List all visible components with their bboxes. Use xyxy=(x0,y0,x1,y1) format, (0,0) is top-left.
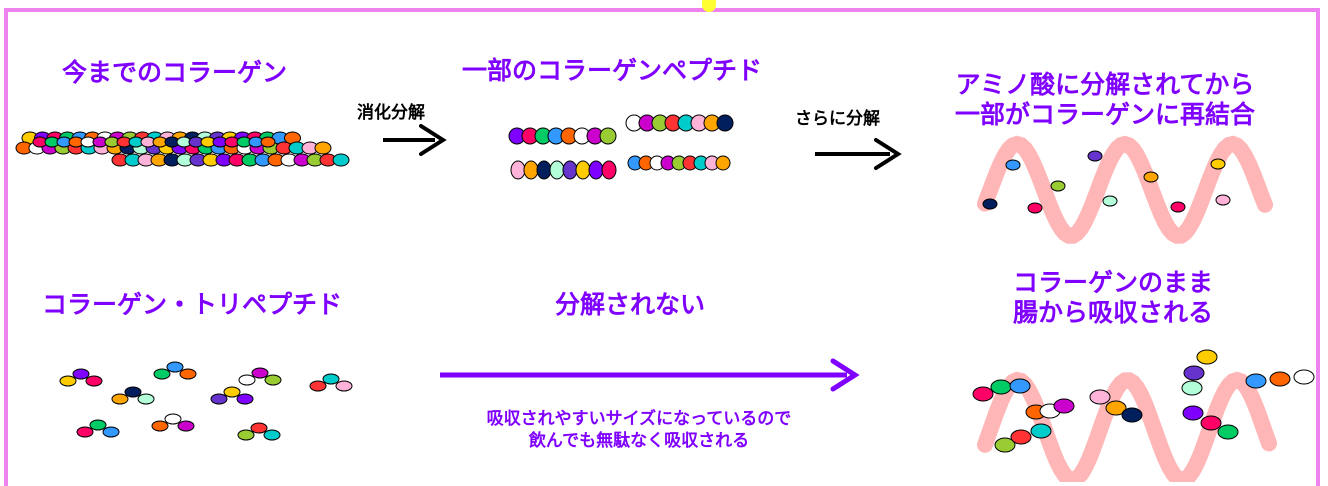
conventional-collagen-title: 今までのコラーゲン xyxy=(62,58,288,87)
wave-bottom xyxy=(977,371,1277,482)
amino-acid xyxy=(982,198,998,210)
partial-peptide-title: 一部のコラーゲンペプチド xyxy=(462,56,763,85)
tripeptide-bead xyxy=(102,426,120,438)
absorbed-tripeptide-bead xyxy=(1089,389,1111,405)
tripeptide-bead xyxy=(137,393,155,405)
chain-bead xyxy=(716,114,734,132)
tripeptide-bead xyxy=(210,393,228,405)
amino-acid-title: アミノ酸に分解されてから 一部がコラーゲンに再結合 xyxy=(950,70,1260,130)
further-digestion-arrow-head xyxy=(874,138,902,170)
chain-bead xyxy=(588,160,604,180)
absorbed-tripeptide-bead xyxy=(1009,378,1031,394)
top-marker xyxy=(702,0,716,12)
tripeptide-bead xyxy=(237,429,255,441)
absorbed-tripeptide-bead xyxy=(1183,365,1205,381)
absorbed-tripeptide-bead xyxy=(1181,380,1203,396)
absorbed-tripeptide-bead xyxy=(1030,423,1052,439)
diagram-frame xyxy=(4,8,1320,486)
chain-bead xyxy=(523,160,539,180)
chain-bead xyxy=(599,127,617,145)
tripeptide-bead xyxy=(264,374,282,386)
absorbed-tripeptide-bead xyxy=(1200,415,1222,431)
chain-bead xyxy=(549,160,565,180)
amino-acid-title-line1: アミノ酸に分解されてから xyxy=(955,70,1255,99)
amino-acid xyxy=(1087,150,1103,162)
absorption-note-line2: 飲んでも無駄なく吸収される xyxy=(528,431,750,451)
absorbed-title-line1: コラーゲンのまま xyxy=(1012,268,1213,297)
absorbed-tripeptide-bead xyxy=(1010,429,1032,445)
amino-acid xyxy=(1215,194,1231,206)
absorbed-tripeptide-bead xyxy=(990,379,1012,395)
tripeptide-bead xyxy=(250,422,268,434)
amino-acid xyxy=(1005,159,1021,171)
tripeptide-bead xyxy=(179,368,197,380)
not-digested-label: 分解されない xyxy=(555,290,706,319)
tripeptide-bead xyxy=(322,373,340,385)
amino-acid xyxy=(1027,202,1043,214)
chain-bead xyxy=(510,160,526,180)
absorbed-tripeptide-bead xyxy=(1182,405,1204,421)
amino-acid xyxy=(1102,195,1118,207)
chain-bead xyxy=(575,160,591,180)
tripeptide-bead xyxy=(59,375,77,387)
tripeptide-bead xyxy=(177,420,195,432)
tripeptide-bead xyxy=(85,375,103,387)
absorbed-tripeptide-bead xyxy=(1293,369,1315,385)
digestion-arrow-head xyxy=(419,124,447,156)
absorbed-tripeptide-bead xyxy=(1105,400,1127,416)
amino-acid xyxy=(1050,180,1066,192)
absorption-note-line1: 吸収されやすいサイズになっているので xyxy=(486,409,792,429)
tripeptide-title: コラーゲン・トリペプチド xyxy=(42,290,343,319)
absorbed-tripeptide-bead xyxy=(1196,349,1218,365)
amino-acid-title-line2: 一部がコラーゲンに再結合 xyxy=(954,100,1255,129)
chain-bead xyxy=(715,155,731,171)
further-digestion-arrow-label: さらに分解 xyxy=(795,109,880,129)
tripeptide-bead xyxy=(111,393,129,405)
chain-bead xyxy=(601,160,617,180)
absorbed-tripeptide-bead xyxy=(1121,407,1143,423)
amino-acid xyxy=(1210,158,1226,170)
absorbed-as-is-title: コラーゲンのまま 腸から吸収される xyxy=(968,268,1258,328)
tripeptide-bead xyxy=(151,420,169,432)
tripeptide-bead xyxy=(263,429,281,441)
digestion-arrow-label: 消化分解 xyxy=(357,103,425,123)
tripeptide-bead xyxy=(238,374,256,386)
tripeptide-bead xyxy=(76,426,94,438)
tripeptide-bead xyxy=(236,393,254,405)
chain-bead xyxy=(260,136,276,148)
absorbed-tripeptide-bead xyxy=(1217,424,1239,440)
tripeptide-bead xyxy=(251,367,269,379)
tripeptide-bead xyxy=(164,413,182,425)
chain-bead xyxy=(562,160,578,180)
absorbed-tripeptide-bead xyxy=(1245,373,1267,389)
absorbed-tripeptide-bead xyxy=(1053,398,1075,414)
tripeptide-bead xyxy=(166,361,184,373)
not-digested-arrow-head xyxy=(830,358,860,392)
tripeptide-bead xyxy=(72,368,90,380)
absorbed-tripeptide-bead xyxy=(972,386,994,402)
absorbed-tripeptide-bead xyxy=(1269,371,1291,387)
chain-bead xyxy=(314,141,332,155)
wave-top xyxy=(977,135,1273,244)
amino-acid xyxy=(1170,201,1186,213)
tripeptide-bead xyxy=(223,386,241,398)
chain-bead xyxy=(536,160,552,180)
absorption-note: 吸収されやすいサイズになっているので 飲んでも無駄なく吸収される xyxy=(448,408,830,452)
tripeptide-bead xyxy=(309,380,327,392)
tripeptide-bead xyxy=(335,380,353,392)
tripeptide-bead xyxy=(124,386,142,398)
tripeptide-bead xyxy=(89,419,107,431)
absorbed-title-line2: 腸から吸収される xyxy=(1012,298,1213,327)
amino-acid xyxy=(1143,171,1159,183)
chain-bead xyxy=(332,153,350,167)
absorbed-tripeptide-bead xyxy=(994,437,1016,453)
tripeptide-bead xyxy=(153,368,171,380)
